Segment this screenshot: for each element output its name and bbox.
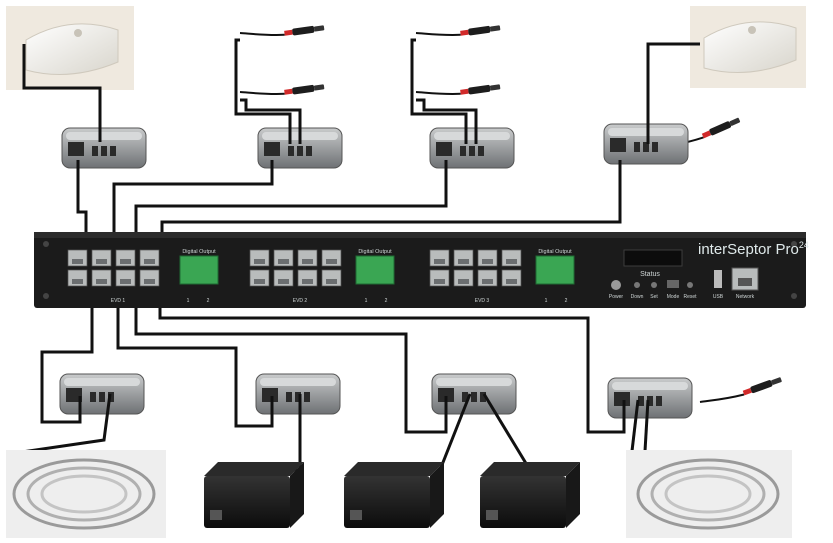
- rj45-port: [249, 249, 270, 267]
- mode-button-label: Mode: [667, 294, 680, 300]
- power-adapter: [344, 462, 444, 528]
- rj45-port: [501, 269, 522, 287]
- do-port-number: 1: [365, 298, 368, 304]
- rj45-port: [91, 249, 112, 267]
- reset-button-label: Reset: [683, 294, 697, 300]
- sensor-hub: [429, 127, 515, 169]
- water-sensor-probe: [699, 372, 784, 413]
- evd-3-label: EVD 3: [475, 298, 490, 304]
- status-label: Status: [640, 271, 660, 278]
- network-port: [731, 267, 759, 291]
- rj45-port: [67, 269, 88, 287]
- rj45-port: [453, 249, 474, 267]
- digital-output-terminal: [179, 255, 575, 285]
- power-button-label: Power: [609, 294, 624, 300]
- rj45-port: [115, 269, 136, 287]
- rope-water-leak-sensor-right: [626, 450, 792, 538]
- rj45-port: [321, 269, 342, 287]
- water-sensor-probe: [239, 79, 326, 103]
- rj45-port: [297, 249, 318, 267]
- do-port-number: 1: [545, 298, 548, 304]
- brand-label: interSeptor Pro24: [698, 240, 809, 258]
- digital-output-label: Digital Output: [182, 249, 216, 255]
- rj45-port: [115, 249, 136, 267]
- rj45-port: [139, 269, 160, 287]
- rj45-port: [429, 249, 450, 267]
- sensor-hub: [607, 377, 693, 419]
- do-port-number: 2: [565, 298, 568, 304]
- rj45-port: [429, 269, 450, 287]
- digital-output-label: Digital Output: [538, 249, 572, 255]
- status-display: [623, 249, 683, 267]
- control-buttons: [611, 280, 693, 290]
- sensor-hub: [603, 123, 689, 165]
- sensor-hub: [59, 373, 145, 415]
- rj45-port: [273, 249, 294, 267]
- rj45-port: [91, 269, 112, 287]
- water-sensor-probe: [415, 79, 502, 103]
- evd-2-label: EVD 2: [293, 298, 308, 304]
- rj45-port: [321, 249, 342, 267]
- down-button-label: Down: [631, 294, 644, 300]
- water-sensor-probe: [239, 20, 326, 44]
- rj45-port: [273, 269, 294, 287]
- rj45-port: [477, 249, 498, 267]
- water-sensor-probe: [415, 20, 502, 44]
- smoke-detector-right: [690, 6, 806, 88]
- usb-port: [714, 270, 722, 288]
- evd-1-label: EVD 1: [111, 298, 126, 304]
- smoke-detector-left: [6, 6, 134, 90]
- network-label: Network: [736, 294, 755, 300]
- rj45-port: [67, 249, 88, 267]
- power-adapter: [480, 462, 580, 528]
- rope-water-leak-sensor-left: [6, 450, 166, 538]
- set-button-label: Set: [650, 294, 658, 300]
- do-port-number: 2: [385, 298, 388, 304]
- rj45-port: [501, 249, 522, 267]
- rj45-port: [249, 269, 270, 287]
- rj45-port: [477, 269, 498, 287]
- rj45-port: [139, 249, 160, 267]
- do-port-number: 2: [207, 298, 210, 304]
- usb-label: USB: [713, 294, 724, 300]
- rj45-port: [297, 269, 318, 287]
- rj45-port: [453, 269, 474, 287]
- do-port-number: 1: [187, 298, 190, 304]
- sensor-hub: [255, 373, 341, 415]
- power-adapter: [204, 462, 304, 528]
- digital-output-label: Digital Output: [358, 249, 392, 255]
- sensor-hub: [61, 127, 147, 169]
